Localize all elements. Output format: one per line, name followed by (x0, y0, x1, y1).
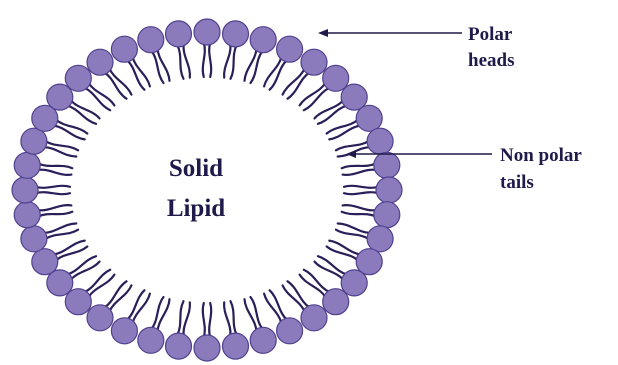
lipid-tail (327, 120, 358, 134)
lipid-polar-head (12, 177, 38, 203)
lipid-polar-head (111, 36, 137, 62)
lipid-tail (54, 126, 85, 140)
lipid-tail (203, 43, 205, 77)
lipid-polar-head (166, 21, 192, 47)
lipid-tail (39, 164, 73, 169)
lipid-polar-head (250, 327, 276, 353)
lipid-polar-head (374, 152, 400, 178)
lipid-polar-head (277, 36, 303, 62)
core-label-line2: Lipid (167, 195, 225, 222)
lipid-tail (184, 44, 190, 77)
lipid-polar-head (32, 249, 58, 275)
lipid-tail (38, 205, 72, 210)
lipid-polar-head (250, 27, 276, 53)
lipid-polar-head (138, 327, 164, 353)
lipid-tail (224, 302, 230, 335)
lipid-tail (56, 247, 87, 261)
lipid-polar-head (367, 226, 393, 252)
lipid-polar-head (194, 19, 220, 45)
lipid-polar-head (223, 21, 249, 47)
lipid-polar-head (87, 305, 113, 331)
lipid-tail (329, 126, 360, 140)
lipid-polar-head (14, 152, 40, 178)
lipid-tail (152, 51, 164, 83)
lipid-tail (203, 303, 205, 337)
lipid-polar-head (277, 318, 303, 344)
lipid-polar-head (65, 65, 91, 91)
lipid-tail (56, 120, 87, 134)
lipid-polar-head (111, 318, 137, 344)
lipid-tail (327, 247, 358, 261)
nonpolar-tails-label-line1: Non polar (500, 145, 582, 166)
lipid-polar-head (374, 202, 400, 228)
lipid-tail (343, 205, 377, 210)
lipid-polar-head (301, 49, 327, 75)
lipid-tail (224, 44, 230, 77)
lipid-tail (152, 297, 164, 329)
lipid-tail (38, 170, 72, 175)
lipid-tail (251, 297, 263, 329)
lipid-polar-head (14, 202, 40, 228)
lipid-tail (231, 301, 237, 335)
polar-heads-pointer (318, 29, 462, 37)
polar-heads-label-line1: Polar (468, 24, 513, 45)
lipid-polar-head (356, 105, 382, 131)
lipid-tail (209, 303, 211, 337)
lipid-tail (184, 302, 190, 335)
nonpolar-tails-arrowhead-icon (346, 150, 356, 158)
lipid-tail (177, 301, 183, 335)
lipid-polar-head (376, 177, 402, 203)
lipid-tail (177, 45, 183, 79)
lipid-polar-head (223, 333, 249, 359)
lipid-polar-head (367, 128, 393, 154)
lipid-polar-head (87, 49, 113, 75)
polar-heads-arrowhead-icon (318, 29, 328, 37)
lipid-polar-head (21, 128, 47, 154)
lipid-tail (344, 192, 378, 194)
lipid-tail (54, 241, 85, 255)
lipid-polar-head (194, 335, 220, 361)
lipid-tail (329, 241, 360, 255)
lipid-tail (343, 170, 377, 175)
polar-heads-label-line2: heads (468, 50, 514, 71)
lipid-tail (342, 164, 376, 169)
lipid-tail (36, 186, 70, 188)
lipid-tail (342, 212, 376, 217)
lipid-tail (231, 45, 237, 79)
lipid-tail (36, 192, 70, 194)
nonpolar-tails-label-line2: tails (500, 172, 534, 193)
lipid-polar-head (323, 289, 349, 315)
polar-heads-layer (12, 19, 402, 361)
lipid-polar-head (138, 27, 164, 53)
lipid-tail (344, 186, 378, 188)
nonpolar-tails-pointer (346, 150, 492, 158)
lipid-polar-head (301, 305, 327, 331)
lipid-tail (39, 212, 73, 217)
lipid-tail (209, 43, 211, 77)
lipid-polar-head (21, 226, 47, 252)
core-label-line1: Solid (169, 155, 223, 182)
lipid-tail (251, 51, 263, 83)
lipid-polar-head (166, 333, 192, 359)
